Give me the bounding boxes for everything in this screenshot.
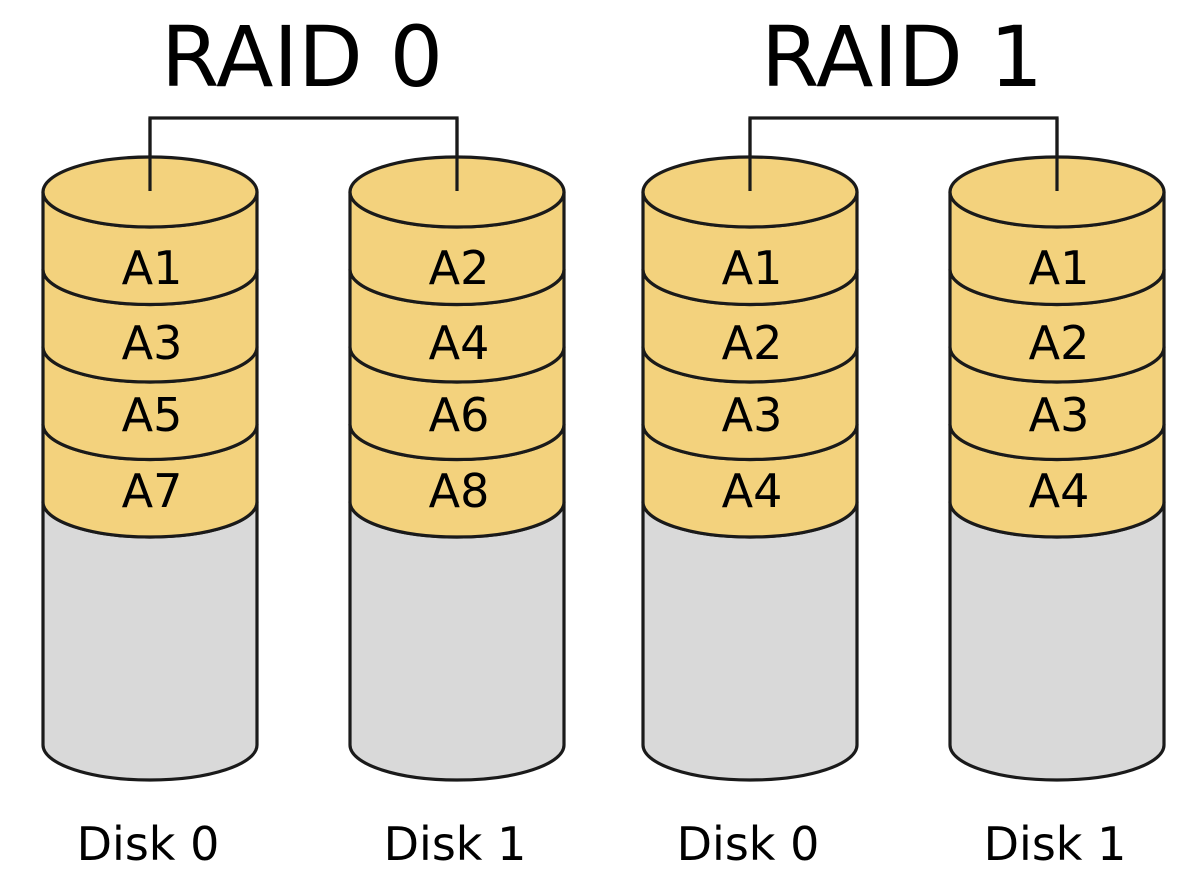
block-label: A6 [429, 388, 490, 442]
block-label: A2 [1029, 316, 1090, 370]
block-label: A4 [429, 316, 490, 370]
block-label: A1 [1029, 241, 1090, 295]
block-label: A1 [122, 241, 183, 295]
disk-label: Disk 0 [77, 817, 220, 871]
block-label: A4 [722, 464, 783, 518]
block-label: A3 [722, 388, 783, 442]
block-label: A4 [1029, 464, 1090, 518]
block-label: A2 [722, 316, 783, 370]
block-label: A7 [122, 464, 183, 518]
disk-label: Disk 0 [677, 817, 820, 871]
empty-space [41, 500, 259, 782]
array-title: RAID 0 [161, 8, 443, 106]
empty-space [348, 500, 566, 782]
array-title: RAID 1 [761, 8, 1043, 106]
block-label: A8 [429, 464, 490, 518]
block-label: A3 [1029, 388, 1090, 442]
block-label: A3 [122, 316, 183, 370]
block-label: A2 [429, 241, 490, 295]
disk-label: Disk 1 [984, 817, 1127, 871]
block-label: A5 [122, 388, 183, 442]
disk-label: Disk 1 [384, 817, 527, 871]
empty-space [948, 500, 1166, 782]
empty-space [641, 500, 859, 782]
block-label: A1 [722, 241, 783, 295]
